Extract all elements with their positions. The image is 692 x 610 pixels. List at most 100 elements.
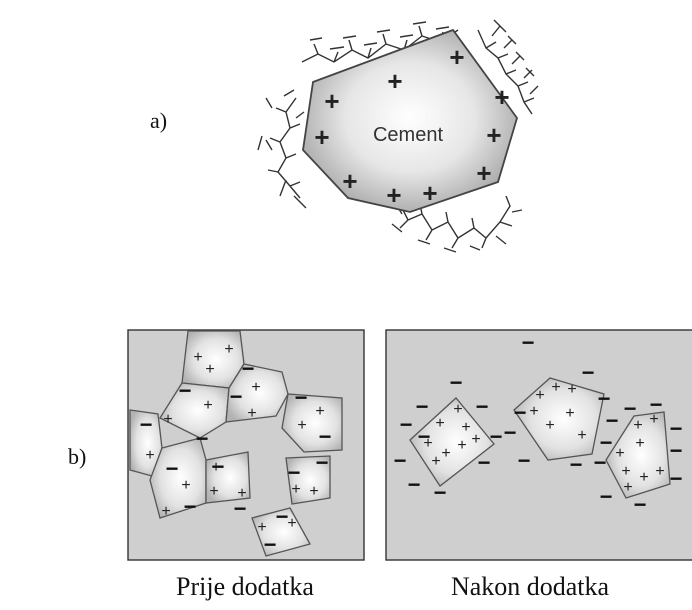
plus-charge: + xyxy=(315,403,324,420)
plus-charge: + xyxy=(635,435,644,452)
plus-charge: + xyxy=(453,401,462,418)
minus-charge: − xyxy=(518,448,531,473)
minus-charge: − xyxy=(166,456,179,481)
plus-charge: + xyxy=(441,445,450,462)
polymer-chain-right xyxy=(477,19,539,115)
minus-charge: − xyxy=(316,450,329,475)
minus-charge: − xyxy=(276,504,289,529)
minus-charge: − xyxy=(400,412,413,437)
plus-charge: + xyxy=(486,120,501,150)
minus-charge: − xyxy=(242,356,255,381)
minus-charge: − xyxy=(522,330,535,355)
minus-charge: − xyxy=(670,416,683,441)
minus-charge: − xyxy=(514,400,527,425)
minus-charge: − xyxy=(478,450,491,475)
plus-charge: + xyxy=(297,417,306,434)
plus-charge: + xyxy=(251,379,260,396)
plus-charge: + xyxy=(461,419,470,436)
minus-charge: − xyxy=(434,480,447,505)
minus-charge: − xyxy=(450,370,463,395)
flocculated-particle xyxy=(281,393,343,453)
minus-charge: − xyxy=(394,448,407,473)
minus-charge: − xyxy=(624,396,637,421)
minus-charge: − xyxy=(418,424,431,449)
plus-charge: + xyxy=(324,86,339,116)
plus-charge: + xyxy=(577,427,586,444)
plus-charge: + xyxy=(649,411,658,428)
plus-charge: + xyxy=(211,459,220,476)
plus-charge: + xyxy=(476,158,491,188)
plus-charge: + xyxy=(494,82,509,112)
dispersed-particle xyxy=(605,411,671,499)
plus-charge: + xyxy=(535,387,544,404)
panel-before: + + + + + + + + + + + + + + + + + + + − … xyxy=(127,329,365,561)
minus-charge: − xyxy=(288,460,301,485)
minus-charge: − xyxy=(416,394,429,419)
particle-label: Cement xyxy=(373,124,443,146)
minus-charge: − xyxy=(570,452,583,477)
plus-charge: + xyxy=(621,463,630,480)
plus-charge: + xyxy=(205,361,214,378)
plus-charge: + xyxy=(247,405,256,422)
cement-particle xyxy=(302,28,518,213)
plus-charge: + xyxy=(545,417,554,434)
plus-charge: + xyxy=(551,379,560,396)
minus-charge: − xyxy=(212,454,225,479)
minus-charge: − xyxy=(650,392,663,417)
plus-charge: + xyxy=(309,483,318,500)
minus-charge: − xyxy=(264,532,277,557)
plus-charge: + xyxy=(209,483,218,500)
plus-charge: + xyxy=(287,515,296,532)
plus-charge: + xyxy=(623,479,632,496)
minus-charge: − xyxy=(179,378,192,403)
plus-charge: + xyxy=(237,485,246,502)
plus-charge: + xyxy=(193,349,202,366)
plus-charge: + xyxy=(203,397,212,414)
minus-charge: − xyxy=(230,384,243,409)
minus-charge: − xyxy=(408,472,421,497)
plus-charge: + xyxy=(181,477,190,494)
plus-charge: + xyxy=(567,381,576,398)
minus-charge: − xyxy=(670,438,683,463)
flocculated-particle xyxy=(285,455,331,505)
particle-positive-charges: + + + + + + + + + + xyxy=(314,42,509,210)
minus-charge: − xyxy=(184,494,197,519)
part-a-label: a) xyxy=(150,108,168,133)
plus-charge: + xyxy=(387,66,402,96)
part-b-label: b) xyxy=(68,444,87,469)
plus-charge: + xyxy=(386,180,401,210)
caption-after: Nakon dodatka xyxy=(450,572,610,601)
plus-charge: + xyxy=(342,166,357,196)
minus-charge: − xyxy=(598,386,611,411)
plus-charge: + xyxy=(145,447,154,464)
plus-charge: + xyxy=(163,411,172,428)
plus-charge: + xyxy=(449,42,464,72)
dispersed-particle xyxy=(513,377,605,461)
minus-charge: − xyxy=(234,496,247,521)
plus-charge: + xyxy=(291,481,300,498)
minus-charge: − xyxy=(670,466,683,491)
polymer-chain-top xyxy=(301,21,459,63)
caption-before: Prije dodatka xyxy=(176,572,314,601)
minus-charge: − xyxy=(319,424,332,449)
plus-charge: + xyxy=(457,437,466,454)
plus-charge: + xyxy=(423,435,432,452)
flocculated-particle xyxy=(205,451,251,504)
minus-charge: − xyxy=(476,394,489,419)
plus-charge: + xyxy=(431,453,440,470)
plus-charge: + xyxy=(565,405,574,422)
minus-charge: − xyxy=(606,408,619,433)
plus-charge: + xyxy=(422,178,437,208)
plus-charge: + xyxy=(471,431,480,448)
flocculated-particle xyxy=(251,507,311,557)
minus-charge: − xyxy=(582,360,595,385)
plus-charge: + xyxy=(529,403,538,420)
plus-charge: + xyxy=(224,341,233,358)
minus-charge: − xyxy=(594,450,607,475)
polymer-chain-bottom xyxy=(391,195,523,253)
minus-charge: − xyxy=(490,424,503,449)
minus-charge: − xyxy=(196,426,209,451)
panel-after: + + + + + + + + + + + + + + + + + + + + … xyxy=(385,329,692,561)
plus-charge: + xyxy=(257,519,266,536)
